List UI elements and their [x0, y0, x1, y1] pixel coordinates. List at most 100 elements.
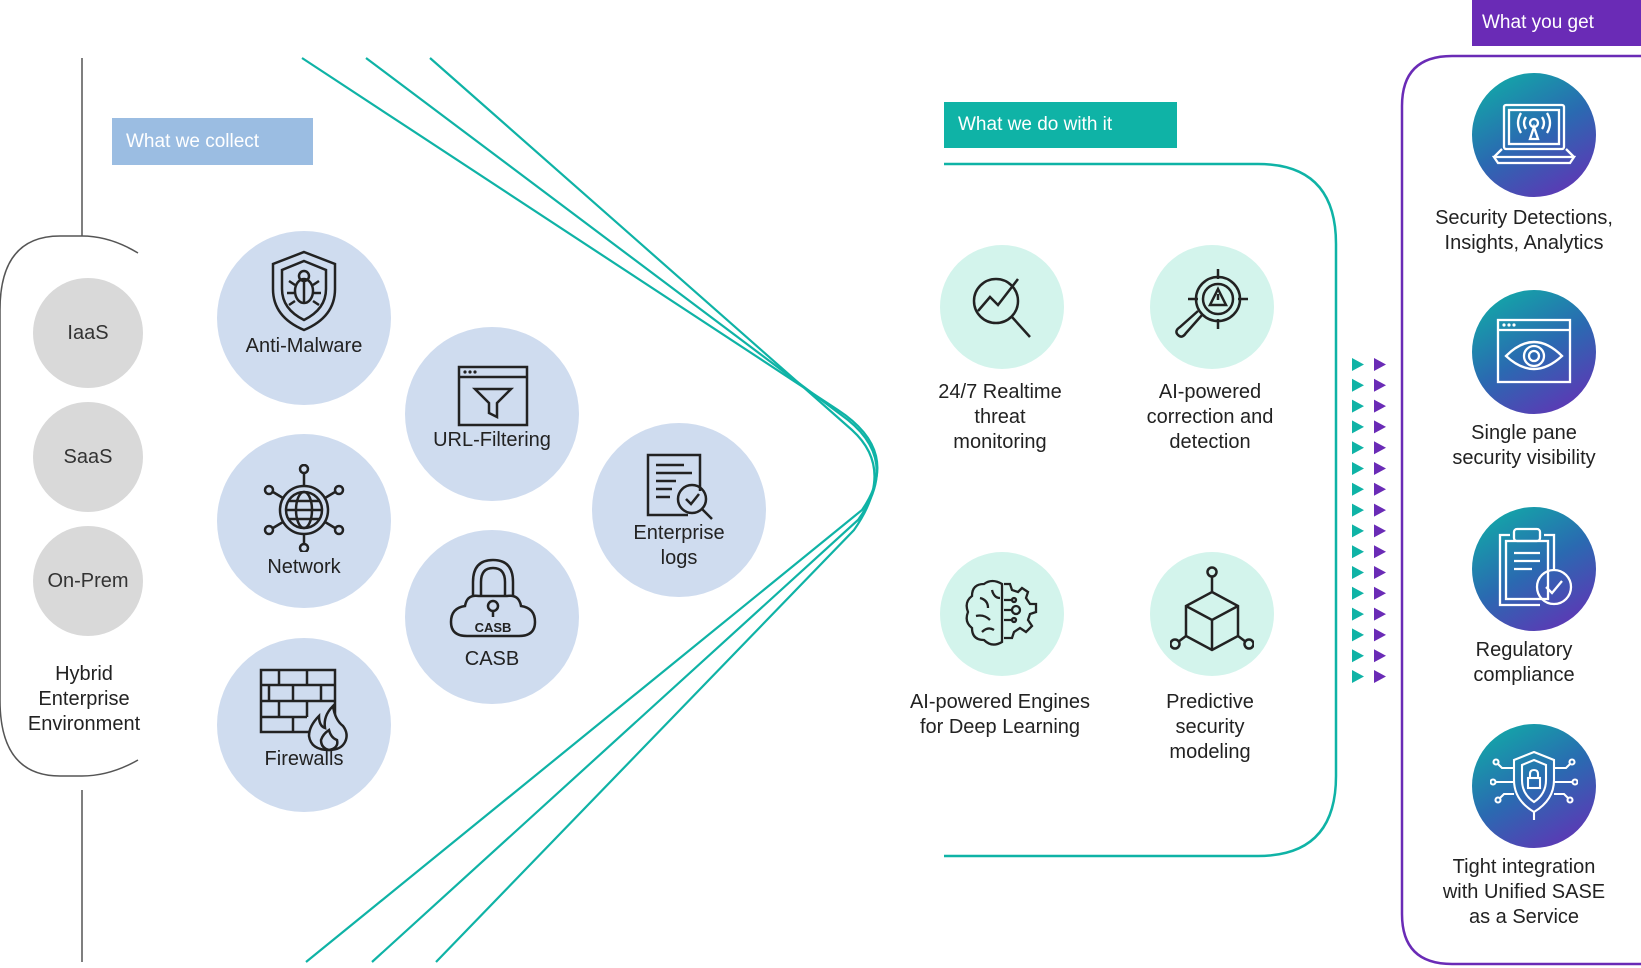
ai-correction-line1: AI-powered — [1158, 381, 1262, 403]
flow-arrow — [1374, 358, 1386, 371]
casb-label: CASB — [464, 648, 520, 670]
target-alert-icon — [1175, 269, 1248, 338]
flow-arrow — [1352, 628, 1364, 642]
flow-arrow — [1352, 378, 1364, 392]
realtime-line2: threat — [974, 406, 1026, 428]
globe-network-icon — [263, 464, 345, 552]
collect-network: Network — [217, 434, 391, 608]
do-deep-learning-label: AI-powered Engines for Deep Learning — [880, 690, 1120, 740]
firewall-icon — [259, 668, 348, 752]
cloud-lock-icon: CASB — [449, 558, 537, 638]
enterprise-logs-line1: Enterprise — [633, 522, 725, 544]
regulatory-line2: compliance — [1473, 664, 1575, 686]
flow-arrows — [1352, 358, 1386, 683]
flow-arrow — [1352, 462, 1364, 475]
predictive-line2: security — [1175, 716, 1245, 738]
sase-line2: with Unified SASE — [1442, 881, 1606, 903]
realtime-line3: monitoring — [953, 431, 1047, 453]
what-we-collect-label: What we collect — [126, 130, 260, 152]
environment-label: Hybrid Enterprise Environment — [0, 662, 168, 737]
ai-correction-line3: detection — [1169, 431, 1251, 453]
cube-nodes-icon — [1170, 566, 1254, 652]
predictive-line1: Predictive — [1166, 691, 1254, 713]
flow-arrow — [1374, 524, 1386, 538]
url-filtering-label: URL-Filtering — [433, 429, 551, 451]
ai-correction-line2: correction and — [1146, 406, 1274, 428]
flow-arrow — [1352, 649, 1364, 663]
flow-arrow — [1374, 378, 1386, 392]
flow-arrow — [1374, 566, 1386, 579]
what-we-collect-tag: What we collect — [112, 118, 313, 165]
collect-anti-malware: Anti-Malware — [217, 231, 391, 405]
flow-arrow — [1352, 670, 1364, 683]
get-sase-integration-label: Tight integration with Unified SASE as a… — [1412, 855, 1636, 930]
flow-arrow — [1352, 441, 1364, 455]
sase-line1: Tight integration — [1452, 856, 1596, 878]
env-saas: SaaS — [33, 402, 143, 512]
shield-bug-icon — [271, 250, 337, 332]
env-label-line3: Environment — [27, 713, 141, 735]
laptop-signal-icon — [1492, 103, 1576, 165]
get-single-pane — [1472, 290, 1596, 414]
get-security-detections — [1472, 73, 1596, 197]
flow-arrow — [1374, 607, 1386, 621]
get-security-detections-label: Security Detections, Insights, Analytics — [1412, 206, 1636, 256]
firewalls-label: Firewalls — [264, 748, 344, 770]
flow-arrow — [1374, 670, 1386, 683]
browser-filter-icon — [457, 365, 529, 427]
collect-enterprise-logs: Enterprise logs — [592, 423, 766, 597]
what-we-do-label: What we do with it — [958, 114, 1113, 135]
flow-arrow — [1352, 482, 1364, 496]
collect-casb: CASB CASB — [405, 530, 579, 704]
network-label: Network — [267, 556, 341, 578]
single-pane-line1: Single pane — [1471, 422, 1577, 444]
flow-arrow — [1374, 628, 1386, 642]
flow-arrow — [1352, 420, 1364, 434]
flow-arrow — [1352, 503, 1364, 517]
detections-line1: Security Detections, — [1435, 207, 1613, 229]
flow-arrow — [1352, 358, 1364, 371]
flow-arrow — [1374, 420, 1386, 434]
log-search-icon — [646, 453, 713, 520]
env-label-line1: Hybrid — [55, 663, 113, 685]
casb-badge: CASB — [475, 620, 512, 635]
env-onprem-label: On-Prem — [47, 569, 129, 592]
env-iaas-label: IaaS — [67, 321, 109, 344]
do-realtime-monitoring-label: 24/7 Realtime threat monitoring — [900, 380, 1100, 455]
get-regulatory-compliance-label: Regulatory compliance — [1412, 638, 1636, 688]
do-deep-learning — [940, 552, 1064, 676]
enterprise-logs-label: Enterprise logs — [592, 521, 766, 571]
browser-eye-icon — [1496, 318, 1572, 384]
do-realtime-monitoring — [940, 245, 1064, 369]
single-pane-line2: security visibility — [1452, 447, 1596, 469]
realtime-line1: 24/7 Realtime — [938, 381, 1062, 403]
shield-lock-circuit-icon — [1490, 750, 1578, 820]
flow-arrow — [1374, 503, 1386, 517]
clipboard-check-icon — [1498, 527, 1573, 607]
env-iaas: IaaS — [33, 278, 143, 388]
deep-learning-line1: AI-powered Engines — [909, 691, 1091, 713]
deep-learning-line2: for Deep Learning — [919, 716, 1081, 738]
env-label-line2: Enterprise — [38, 688, 130, 710]
predictive-line3: modeling — [1169, 741, 1251, 763]
env-saas-label: SaaS — [63, 445, 113, 468]
flow-arrow — [1374, 462, 1386, 475]
do-predictive-modeling-label: Predictive security modeling — [1110, 690, 1310, 765]
flow-arrow — [1352, 545, 1364, 559]
flow-arrow — [1374, 649, 1386, 663]
sase-line3: as a Service — [1468, 906, 1580, 928]
flow-arrow — [1374, 399, 1386, 413]
flow-arrow — [1352, 524, 1364, 538]
get-sase-integration — [1472, 724, 1596, 848]
what-you-get-tag: What you get — [1472, 0, 1641, 46]
flow-arrow — [1374, 482, 1386, 496]
do-predictive-modeling — [1150, 552, 1274, 676]
do-ai-correction — [1150, 245, 1274, 369]
flow-arrow — [1352, 607, 1364, 621]
detections-line2: Insights, Analytics — [1444, 232, 1604, 254]
do-ai-correction-label: AI-powered correction and detection — [1110, 380, 1310, 455]
regulatory-line1: Regulatory — [1475, 639, 1573, 661]
magnifier-chart-icon — [972, 277, 1031, 338]
env-onprem: On-Prem — [33, 526, 143, 636]
